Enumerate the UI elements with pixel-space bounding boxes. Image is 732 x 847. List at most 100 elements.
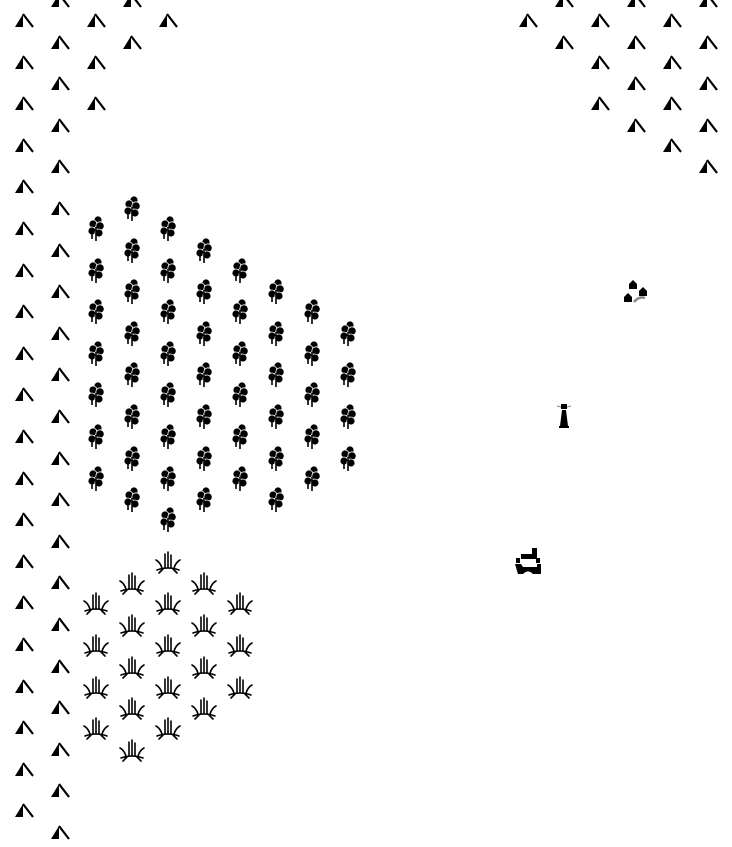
marsh-icon [81, 587, 111, 617]
mountain-icon [117, 0, 147, 15]
mountain-icon [9, 255, 39, 285]
forest-icon [333, 401, 363, 431]
mountain-icon [45, 567, 75, 597]
marsh-icon [81, 629, 111, 659]
mountain-icon [585, 47, 615, 77]
mountain-icon [45, 609, 75, 639]
mountain-icon [45, 276, 75, 306]
mountain-icon [45, 775, 75, 805]
marsh-icon [153, 671, 183, 701]
mountain-icon [81, 5, 111, 35]
mountain-icon [657, 88, 687, 118]
marsh-icon [117, 567, 147, 597]
mountain-icon [9, 171, 39, 201]
forest-icon [153, 296, 183, 326]
marsh-icon [225, 671, 255, 701]
mountain-icon [9, 213, 39, 243]
mountain-icon [621, 68, 651, 98]
forest-icon [189, 484, 219, 514]
mountain-icon [9, 5, 39, 35]
forest-icon [81, 421, 111, 451]
marsh-icon [117, 734, 147, 764]
forest-icon [261, 318, 291, 348]
mountain-icon [9, 546, 39, 576]
forest-icon [117, 443, 147, 473]
mountain-icon [585, 88, 615, 118]
forest-icon [153, 463, 183, 493]
mountain-icon [45, 526, 75, 556]
forest-icon [81, 255, 111, 285]
mountain-icon [621, 0, 651, 15]
mountain-icon [81, 47, 111, 77]
mountain-icon [45, 817, 75, 847]
mountain-icon [9, 504, 39, 534]
marsh-icon [117, 609, 147, 639]
mountain-icon [585, 5, 615, 35]
forest-icon [189, 401, 219, 431]
mountain-icon [657, 47, 687, 77]
mountain-icon [9, 754, 39, 784]
marsh-icon [117, 651, 147, 681]
marsh-icon [225, 587, 255, 617]
forest-icon [189, 359, 219, 389]
marsh-icon [189, 692, 219, 722]
mountain-icon [9, 47, 39, 77]
mountain-icon [45, 318, 75, 348]
mountain-icon [549, 0, 579, 15]
forest-icon [81, 379, 111, 409]
tower-icon[interactable] [549, 401, 579, 431]
forest-icon [225, 463, 255, 493]
mountain-icon [45, 692, 75, 722]
forest-icon [225, 379, 255, 409]
forest-icon [333, 318, 363, 348]
forest-icon [117, 484, 147, 514]
village-icon[interactable] [621, 276, 651, 306]
mountain-icon [9, 296, 39, 326]
marsh-icon [153, 629, 183, 659]
mountain-icon [45, 401, 75, 431]
forest-icon [81, 463, 111, 493]
mountain-icon [657, 130, 687, 160]
forest-icon [225, 255, 255, 285]
castle-icon[interactable] [513, 546, 543, 576]
mountain-icon [9, 130, 39, 160]
mountain-icon [45, 443, 75, 473]
mountain-icon [9, 629, 39, 659]
forest-icon [297, 421, 327, 451]
mountain-icon [45, 110, 75, 140]
mountain-icon [117, 27, 147, 57]
marsh-icon [153, 587, 183, 617]
forest-icon [81, 296, 111, 326]
forest-icon [297, 463, 327, 493]
forest-icon [81, 338, 111, 368]
forest-icon [333, 359, 363, 389]
forest-icon [153, 338, 183, 368]
forest-icon [153, 213, 183, 243]
mountain-icon [9, 463, 39, 493]
mountain-icon [693, 110, 723, 140]
forest-icon [189, 318, 219, 348]
marsh-icon [189, 651, 219, 681]
marsh-icon [81, 671, 111, 701]
mountain-icon [693, 27, 723, 57]
mountain-icon [45, 193, 75, 223]
forest-icon [153, 255, 183, 285]
mountain-icon [9, 338, 39, 368]
mountain-icon [621, 27, 651, 57]
mountain-icon [45, 27, 75, 57]
mountain-icon [45, 0, 75, 15]
mountain-icon [45, 734, 75, 764]
forest-icon [261, 443, 291, 473]
mountain-icon [621, 110, 651, 140]
mountain-icon [9, 795, 39, 825]
marsh-icon [189, 609, 219, 639]
forest-icon [261, 276, 291, 306]
forest-icon [297, 379, 327, 409]
mountain-icon [45, 651, 75, 681]
mountain-icon [9, 587, 39, 617]
marsh-icon [81, 712, 111, 742]
mountain-icon [9, 421, 39, 451]
marsh-icon [225, 629, 255, 659]
mountain-icon [45, 484, 75, 514]
